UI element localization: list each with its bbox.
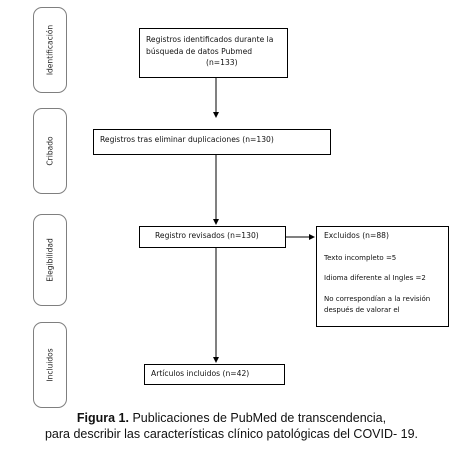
deduplicated-records-box: Registros tras eliminar duplicaciones (n… xyxy=(93,129,331,155)
excluded-reason-relevance-line2: después de valorar el xyxy=(324,306,400,314)
figure-caption-title: Publicaciones de PubMed de transcendenci… xyxy=(128,411,387,425)
reviewed-records-box: Registro revisados (n=130) xyxy=(139,226,286,248)
stage-identificacion: Identificación xyxy=(33,7,67,93)
stage-incluidos-label: Incluidos xyxy=(45,348,55,382)
excluded-records-box: Excluidos (n=88) Texto incompleto =5 Idi… xyxy=(316,226,449,327)
figure-caption-line2: para describir las características clíni… xyxy=(44,427,419,441)
deduplicated-text: Registros tras eliminar duplicaciones (n… xyxy=(100,135,274,144)
stage-elegibilidad: Elegibilidad xyxy=(33,214,67,306)
identified-line1: Registros identificados durante la xyxy=(146,35,274,44)
excluded-reason-relevance-line1: No correspondían a la revisión xyxy=(324,294,431,303)
figure-caption-label: Figura 1. xyxy=(76,411,129,425)
excluded-reason-incomplete: Texto incompleto =5 xyxy=(324,253,397,262)
included-articles-box: Artículos incluidos (n=42) xyxy=(144,364,285,385)
identified-line3: (n=133) xyxy=(206,58,238,67)
figure-caption-line1: Figura 1. Publicaciones de PubMed de tra… xyxy=(0,411,463,425)
excluded-title: Excluidos (n=88) xyxy=(324,231,389,240)
stage-cribado-label: Cribado xyxy=(45,136,55,166)
included-text: Artículos incluidos (n=42) xyxy=(151,369,250,378)
stage-incluidos: Incluidos xyxy=(33,322,67,408)
stage-cribado: Cribado xyxy=(33,108,67,194)
stage-identificacion-label: Identificación xyxy=(45,24,55,76)
identified-records-box: Registros identificados durante la búsqu… xyxy=(139,28,288,78)
excluded-reason-language: Idioma diferente al Ingles =2 xyxy=(324,274,426,282)
reviewed-text: Registro revisados (n=130) xyxy=(155,231,259,240)
identified-line2: búsqueda de datos Pubmed xyxy=(146,46,253,56)
stage-elegibilidad-label: Elegibilidad xyxy=(45,238,55,282)
